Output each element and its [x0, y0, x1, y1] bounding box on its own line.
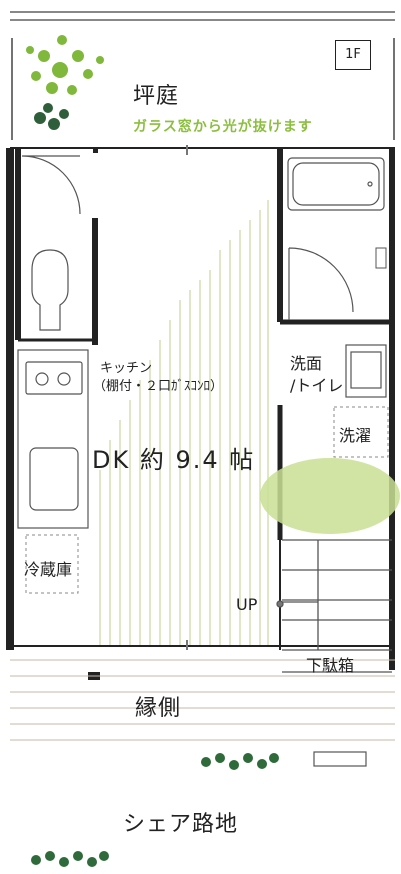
shoe-box-label: 下駄箱 — [306, 656, 355, 675]
alley-label: シェア路地 — [123, 812, 239, 837]
garden-shrub — [34, 103, 69, 130]
fridge-label: 冷蔵庫 — [24, 560, 73, 579]
floor-badge: 1F — [335, 40, 371, 70]
bathtub — [287, 157, 385, 211]
dk-label: DK 約 9.4 帖 — [92, 446, 256, 474]
porch-plants — [201, 753, 279, 770]
porch-planks — [10, 659, 395, 741]
stairs — [276, 539, 392, 673]
walls — [6, 147, 395, 670]
kitchen-label-line1: キッチン — [100, 361, 153, 376]
washroom-label-line2: /トイレ — [290, 376, 344, 395]
laundry-label: 洗濯 — [339, 426, 372, 445]
toilet — [31, 249, 69, 331]
light-highlight — [260, 458, 400, 534]
fridge-outline — [25, 534, 79, 594]
garden-tree — [26, 35, 104, 95]
garden-note: ガラス窓から光が抜けます — [133, 119, 313, 135]
kitchen-counter — [17, 349, 89, 529]
washroom-label-line1: 洗面 — [290, 354, 323, 373]
garden-title: 坪庭 — [133, 84, 180, 109]
stairs-up-label: UP — [236, 595, 258, 614]
bottom-plants — [31, 851, 109, 867]
floor-planks — [99, 200, 269, 646]
vanity — [345, 344, 387, 398]
porch-label: 縁側 — [135, 696, 182, 721]
kitchen-label-line2: （棚付・２口ｶﾞｽｺﾝﾛ） — [93, 379, 224, 394]
